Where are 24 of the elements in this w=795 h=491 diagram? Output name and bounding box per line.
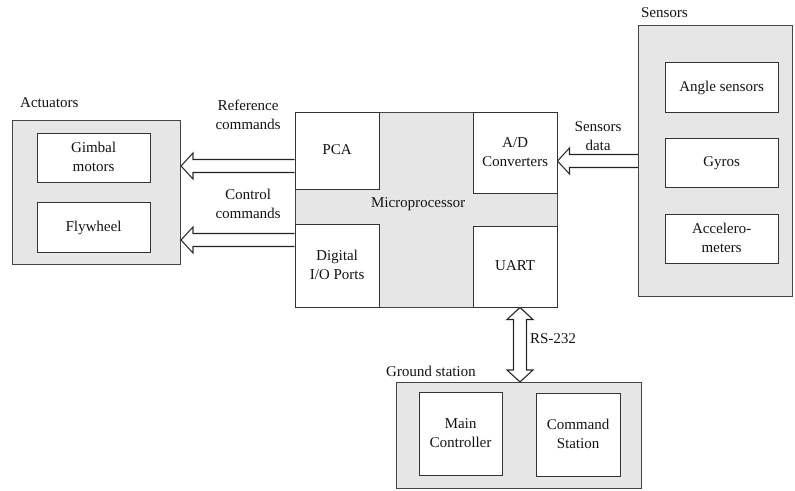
edge-label: RS-232 [530, 330, 576, 349]
edge-label: Control commands [214, 186, 282, 224]
component-box: Flywheel [36, 202, 150, 252]
group-heading: Actuators [20, 96, 78, 111]
block-arrow [180, 151, 296, 181]
block-arrow [505, 306, 535, 383]
component-box: A/D Converters [472, 112, 558, 194]
edge-label: Reference commands [214, 97, 282, 134]
component-box: Gyros [664, 138, 778, 188]
box-title: Microprocessor [371, 196, 466, 211]
block-arrow [556, 146, 639, 176]
component-box: PCA [294, 112, 380, 190]
component-box: UART [472, 226, 558, 308]
edge-label: Sensors data [574, 118, 622, 156]
component-box: Digital I/O Ports [294, 224, 380, 308]
component-box: Angle sensors [664, 62, 778, 112]
component-box: Accelero- meters [664, 214, 778, 264]
component-box: Gimbal motors [36, 132, 150, 182]
group-heading: Sensors [641, 6, 688, 21]
group-heading: Ground station [386, 365, 476, 380]
component-box: Command Station [536, 392, 620, 476]
microprocessor-box [295, 112, 558, 308]
component-box: Main Controller [418, 392, 502, 476]
block-arrow [180, 225, 296, 255]
